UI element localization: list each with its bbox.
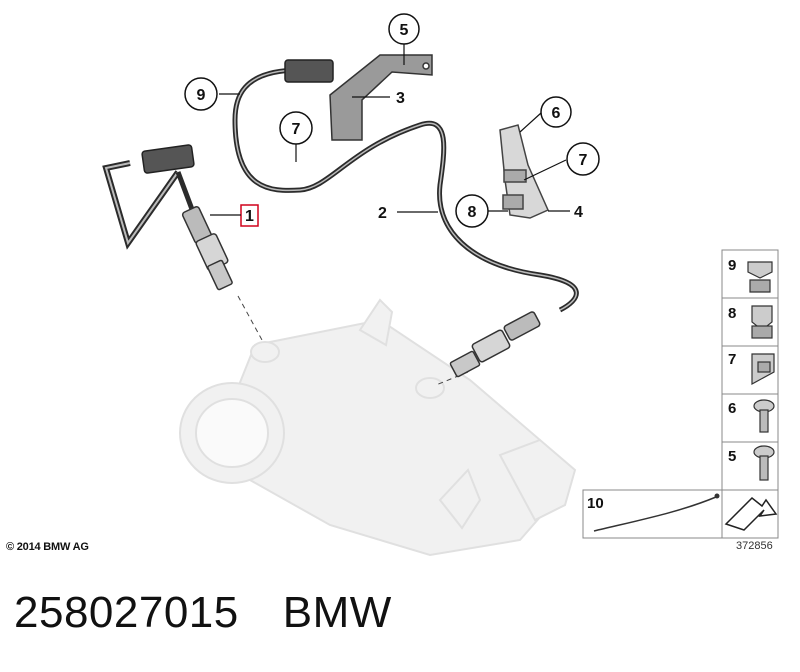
oxygen-sensor-1 [102, 144, 233, 291]
side-item-6: 6 [728, 400, 736, 417]
side-item-5: 5 [728, 448, 736, 465]
svg-text:6: 6 [552, 105, 561, 122]
callout-7-left: 7 [279, 111, 313, 145]
svg-text:8: 8 [468, 204, 477, 221]
side-item-10: 10 [587, 495, 604, 512]
side-item-9: 9 [728, 257, 736, 274]
side-panel: 9 8 7 6 5 [721, 249, 779, 491]
cable-tie-icon [593, 496, 717, 532]
screw-5-icon [753, 445, 775, 481]
oxygen-sensor-2 [232, 59, 579, 378]
bolt-6-icon [753, 399, 775, 433]
clip-7-icon [751, 353, 775, 386]
diagram-number: 372856 [736, 540, 773, 552]
svg-text:7: 7 [579, 152, 588, 169]
svg-text:7: 7 [292, 121, 301, 138]
callout-3: 3 [396, 90, 405, 107]
callout-7-right: 7 [566, 142, 600, 176]
clip-8-icon [751, 305, 773, 339]
side-item-8: 8 [728, 305, 736, 322]
callout-8: 8 [455, 194, 489, 228]
callout-4: 4 [574, 204, 583, 221]
parts-diagram: 5 9 7 6 7 8 3 2 4 1 9 [102, 13, 779, 557]
callout-9: 9 [184, 77, 218, 111]
arrow-icon [724, 496, 778, 531]
cable-tie-panel: 10 [582, 489, 779, 539]
svg-text:1: 1 [245, 208, 254, 225]
side-item-7: 7 [728, 351, 736, 368]
part-number: 258027015 [14, 588, 239, 637]
catalytic-converter [179, 298, 577, 557]
bracket-4 [499, 124, 549, 219]
clip-nut-9-icon [747, 261, 773, 293]
bracket-3 [329, 54, 433, 141]
svg-text:5: 5 [400, 22, 409, 39]
brand-name: BMW [282, 588, 392, 637]
svg-text:9: 9 [197, 87, 206, 104]
copyright-text: © 2014 BMW AG [6, 541, 89, 553]
callout-6: 6 [540, 96, 572, 128]
callout-2: 2 [378, 205, 387, 222]
callout-5: 5 [388, 13, 420, 45]
callout-1-highlighted: 1 [210, 204, 259, 227]
footer: 258027015 BMW [14, 588, 392, 638]
